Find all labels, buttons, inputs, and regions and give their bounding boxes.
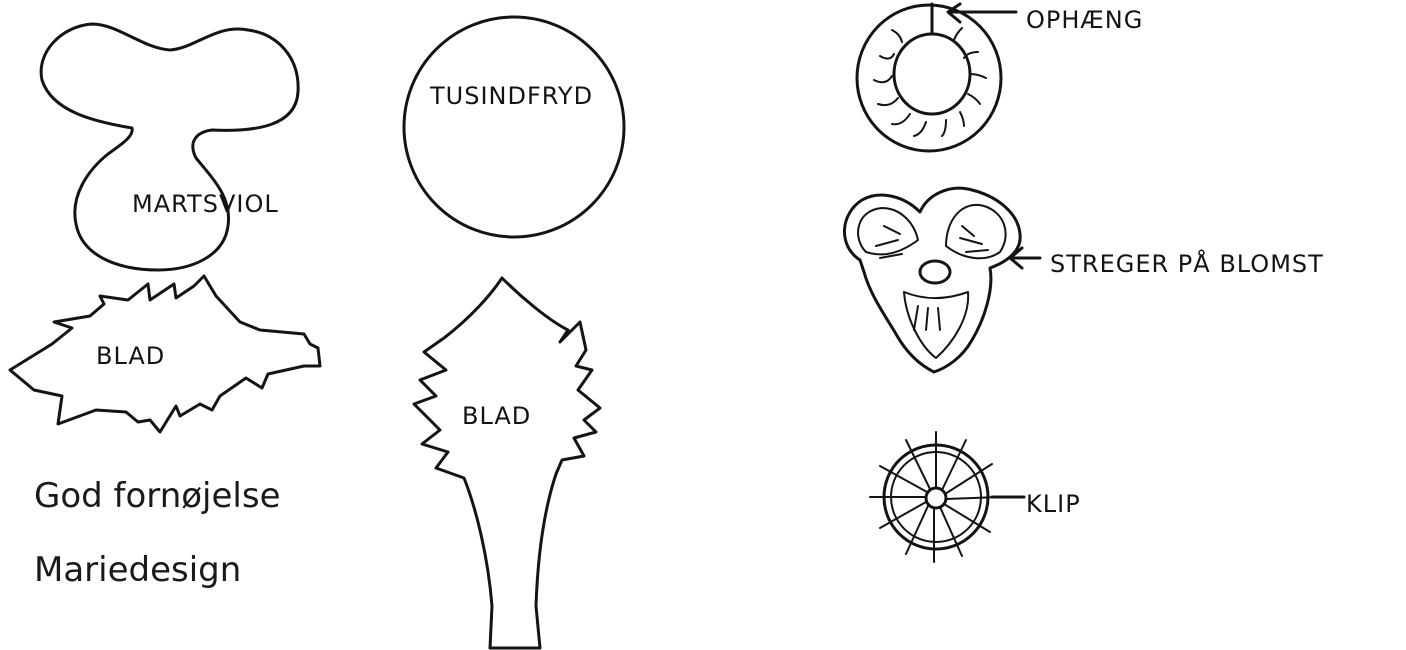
flower-lines-label: STREGER PÅ BLOMST xyxy=(1050,249,1324,278)
flower-outer-outline xyxy=(844,188,1020,372)
greeting-text: God fornøjelse xyxy=(34,476,280,516)
daisy-label: TUSINDFRYD xyxy=(429,82,593,110)
leaf-horizontal-template: BLAD xyxy=(10,276,320,432)
cut-slits xyxy=(870,432,1000,562)
flower-petal-lines xyxy=(876,226,988,330)
leaf-vertical-label: BLAD xyxy=(462,402,531,430)
flower-lines-illustration: STREGER PÅ BLOMST xyxy=(844,188,1323,372)
cut-center xyxy=(926,488,946,508)
leaf-vertical-outline xyxy=(414,278,600,648)
leaf-horizontal-label: BLAD xyxy=(96,342,165,370)
signature-text: Mariedesign xyxy=(34,550,241,590)
hanger-label: OPHÆNG xyxy=(1026,6,1143,34)
cut-illustration: KLIP xyxy=(870,432,1081,562)
daisy-template: TUSINDFRYD xyxy=(404,17,624,237)
flower-bottom-petal xyxy=(904,292,968,358)
leaf-vertical-template: BLAD xyxy=(414,278,600,648)
violet-template: MARTSVIOL xyxy=(41,24,298,270)
daisy-outline xyxy=(404,17,624,237)
cut-label: KLIP xyxy=(1026,490,1081,518)
hanger-illustration: OPHÆNG xyxy=(857,4,1143,151)
flower-left-petal xyxy=(858,208,918,254)
hanger-inner-ring xyxy=(894,34,970,114)
violet-label: MARTSVIOL xyxy=(132,190,279,218)
flower-center xyxy=(920,261,950,283)
violet-outline xyxy=(41,24,298,270)
hanger-outer-ring xyxy=(857,5,1001,151)
